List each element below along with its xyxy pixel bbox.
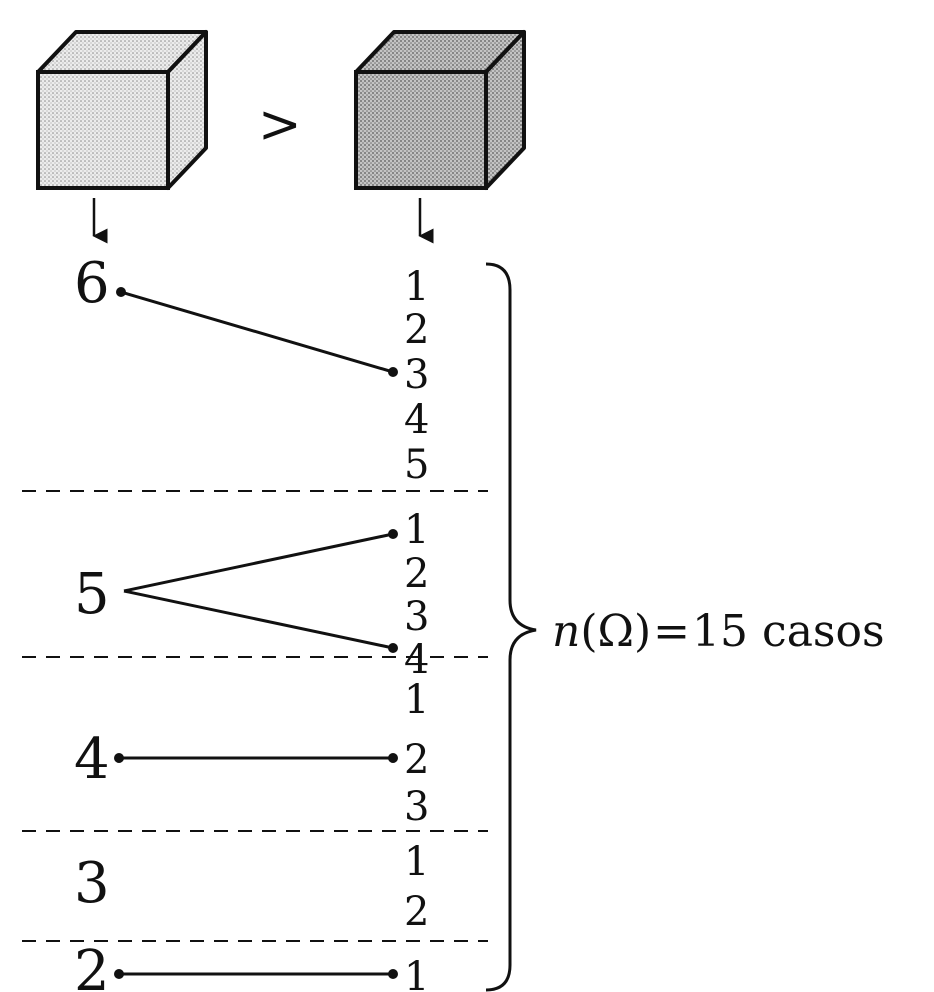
left-die-icon (38, 32, 206, 188)
right-value: 1 (404, 839, 429, 885)
greater-than-symbol: > (258, 95, 302, 155)
left-value-6: 6 (74, 251, 110, 316)
pair-connector (124, 529, 398, 653)
right-value: 2 (404, 307, 429, 353)
omega-symbol: Ω (598, 606, 634, 657)
unit-label: casos (762, 606, 885, 657)
right-value: 2 (404, 737, 429, 783)
pair-connector (116, 287, 398, 377)
right-value: 5 (404, 442, 429, 488)
paren-close: ) (634, 606, 651, 657)
pair-connector (114, 753, 398, 763)
curly-brace (486, 264, 536, 990)
right-value: 2 (404, 889, 429, 935)
right-value: 1 (404, 677, 429, 723)
right-value: 4 (404, 397, 429, 443)
pair-connector (114, 969, 398, 979)
left-value-4: 4 (74, 727, 110, 792)
right-value: 1 (404, 507, 429, 553)
n-symbol: n (552, 606, 580, 657)
left-value-3: 3 (74, 851, 110, 916)
right-value: 3 (404, 784, 429, 830)
right-value: 2 (404, 551, 429, 597)
right-value: 1 (404, 264, 429, 310)
right-die-icon (356, 32, 524, 188)
total-cases-label: n(Ω)=15 casos (552, 606, 885, 657)
left-value-2: 2 (74, 939, 110, 992)
right-value: 3 (404, 352, 429, 398)
left-value-5: 5 (74, 562, 110, 627)
right-value: 1 (404, 954, 429, 992)
right-value: 3 (404, 594, 429, 640)
equals-sign: = (653, 606, 690, 657)
paren-open: ( (580, 606, 597, 657)
total-value: 15 (692, 606, 748, 657)
